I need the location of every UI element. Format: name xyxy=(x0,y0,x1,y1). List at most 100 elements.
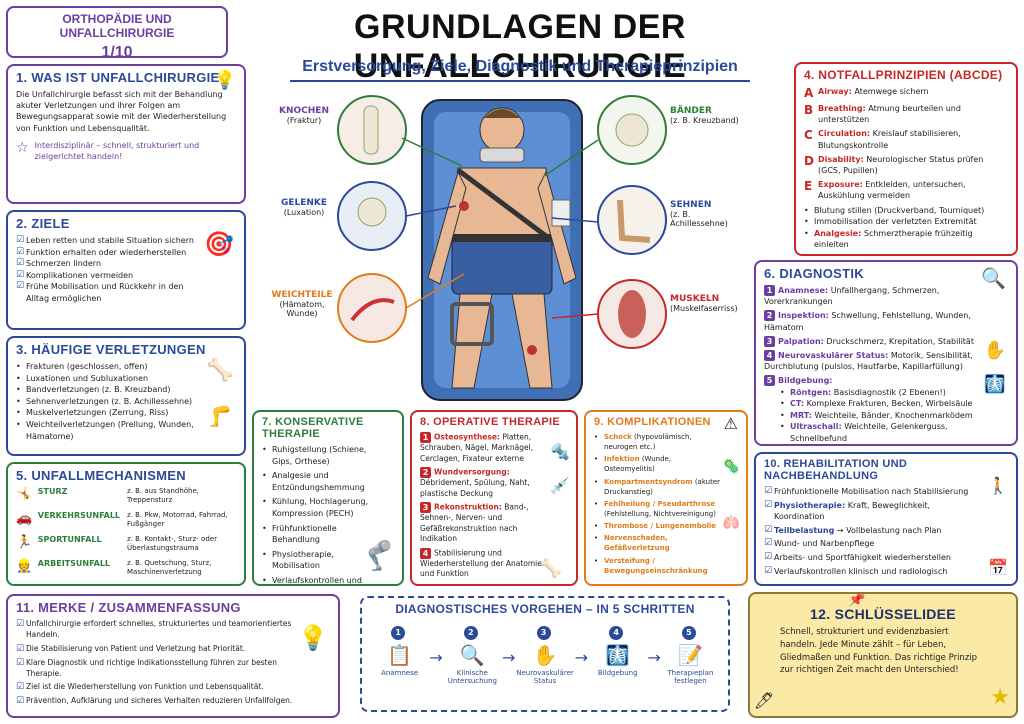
step-number: 3 xyxy=(764,335,775,347)
step-term: Neurovaskulärer Status: xyxy=(778,350,889,360)
conservative-item: Ruhigstellung (Schiene, Gips, Orthese) xyxy=(262,444,370,467)
conservative-item: Frühfunktionelle Behandlung xyxy=(262,523,370,546)
pushpin-icon: 📌 xyxy=(848,592,866,608)
mechanism-row: 🤸 STURZ z. B. aus Standhöhe, Treppenstur… xyxy=(16,487,236,511)
imaging-list: Röntgen: Basisdiagnostik (2 Ebenen!) CT:… xyxy=(780,387,990,445)
section-emergency-title: 4. NOTFALLPRINZIPIEN (ABCDE) xyxy=(804,68,1003,82)
summary-item: Unfallchirurgie erfordert schnelles, str… xyxy=(16,618,302,641)
center-illustration: KNOCHEN (Fraktur) GELENKE (Luxation) WEI… xyxy=(252,88,752,406)
label-bones: KNOCHEN (Fraktur) xyxy=(274,106,334,125)
rehab-term: Physiotherapie: xyxy=(774,500,846,510)
diagnostic-step-item: 1 📋 Anamnese xyxy=(370,622,429,685)
label-muscles-sub: (Muskelfaserriss) xyxy=(670,304,738,313)
complication-desc: (Fehlstellung, Nichtvereinigung) xyxy=(604,509,716,518)
rehab-list: Frühfunktionelle Mobilisation nach Stabi… xyxy=(764,485,982,577)
abcde-row: E Exposure: Entkleiden, untersuchen, Aus… xyxy=(804,179,1008,201)
step-number: 1 xyxy=(391,625,406,640)
abcde-letter: C xyxy=(804,128,813,143)
section-what-is-text: Die Unfallchirurgie befasst sich mit der… xyxy=(16,90,227,133)
operative-number: 2 xyxy=(420,467,431,478)
abcde-letter: A xyxy=(804,86,814,100)
mechanism-name: VERKEHRSUNFALL xyxy=(37,511,121,520)
rehab-term: Arbeits- und Sportfähigkeit wiederherste… xyxy=(774,552,951,562)
target-icon: 🎯 xyxy=(204,230,234,258)
complication-desc: (Wunde, Osteomyelitis) xyxy=(604,455,672,474)
car-icon: 🚗 xyxy=(16,511,33,526)
mechanism-desc: z. B. aus Standhöhe, Treppensturz xyxy=(126,487,200,505)
abcde-desc: Kreislauf stabilisieren, Blutungskontrol… xyxy=(818,129,961,150)
abcde-term: Exposure: xyxy=(818,180,863,190)
mechanism-name: ARBEITSUNFALL xyxy=(37,559,111,568)
label-joints-sub: (Luxation) xyxy=(283,208,325,217)
rehab-term: Verlaufskontrollen klinisch und radiolog… xyxy=(774,566,948,576)
operative-number: 3 xyxy=(420,502,431,513)
screw-icon: 🔩 xyxy=(550,442,570,461)
section-complications: 9. KOMPLIKATIONEN ⚠ Schock (hypovolämisc… xyxy=(584,410,748,586)
imaging-term: MRT: xyxy=(790,410,812,420)
step-number: 2 xyxy=(463,625,478,640)
complication-term: Versteifung / Bewegungseinschränkung xyxy=(604,556,708,575)
mechanism-name: STURZ xyxy=(37,487,68,496)
summary-item: Prävention, Aufklärung und sicheres Verh… xyxy=(16,695,302,708)
label-ligaments: BÄNDER (z. B. Kreuzband) xyxy=(670,106,750,125)
abcde-desc: Atemwege sichern xyxy=(854,87,929,96)
section-what-is-note: Interdisziplinär – schnell, strukturiert… xyxy=(34,140,200,161)
magnifier-icon: 🔍 xyxy=(981,266,1006,290)
step-number: 2 xyxy=(764,310,775,322)
cast-leg-icon: 🦿 xyxy=(361,539,396,572)
step-desc: Schwellung, Fehlstellung, Wunden, Hämato… xyxy=(764,311,971,332)
goal-item: Leben retten und stabile Situation siche… xyxy=(16,234,201,247)
mechanism-row: 🚗 VERKEHRSUNFALL z. B. Pkw, Motorrad, Fa… xyxy=(16,511,236,535)
step-label: Neurovaskulärer Status xyxy=(516,669,574,685)
rehab-term: Teilbelastung xyxy=(774,525,835,535)
operative-desc: Platten, Schrauben, Nägel, Marknägel, Ce… xyxy=(420,432,534,463)
goal-item: Komplikationen vermeiden xyxy=(16,269,201,282)
section-conservative: 7. KONSERVATIVE THERAPIE Ruhigstellung (… xyxy=(252,410,404,586)
diagnostic-step-item: 3 ✋ Neurovaskulärer Status xyxy=(515,622,574,685)
hand-icon: ✋ xyxy=(983,340,1006,361)
xray-step-icon: 🩻 xyxy=(605,643,631,667)
operative-number: 4 xyxy=(420,547,431,559)
section-goals: 2. ZIELE 🎯 Leben retten und stabile Situ… xyxy=(6,210,246,330)
abcde-term: Airway: xyxy=(818,87,852,96)
label-bones-sub: (Fraktur) xyxy=(286,116,322,125)
mechanism-desc: z. B. Quetschung, Sturz, Maschinenverlet… xyxy=(126,559,212,577)
label-muscles: MUSKELN (Muskelfaserriss) xyxy=(670,294,750,313)
section-key-idea-title: 12. SCHLÜSSELIDEE xyxy=(810,606,956,622)
complication-desc: (akuter Druckanstieg) xyxy=(604,477,721,496)
step-desc: Motorik, Sensibilität, Durchblutung (pul… xyxy=(764,350,973,372)
injury-item: Bandverletzungen (z. B. Kreuzband) xyxy=(16,384,206,396)
step-number: 4 xyxy=(609,625,624,640)
complication-term: Thrombose / Lungenembolie xyxy=(604,522,717,531)
abcde-desc: Neurologischer Status prüfen (GCS, Pupil… xyxy=(818,154,984,175)
step-term: Palpation: xyxy=(778,336,824,346)
abcde-row: B Breathing: Atmung beurteilen und unter… xyxy=(804,103,1008,125)
star-icon: ☆ xyxy=(16,139,29,156)
abcde-row: A Airway: Atemwege sichern xyxy=(804,86,1008,100)
section-rehab: 10. REHABILITATION UND NACHBEHANDLUNG Fr… xyxy=(754,452,1018,586)
abcde-term: Circulation: xyxy=(818,129,871,139)
section-operative-title: 8. OPERATIVE THERAPIE xyxy=(420,416,560,428)
step-label: Anamnese xyxy=(381,669,419,677)
operative-desc: Band-, Sehnen-, Nerven- und Gefäßrekonst… xyxy=(420,502,529,544)
section-summary: 11. MERKE / ZUSAMMENFASSUNG 💡 Unfallchir… xyxy=(6,594,340,718)
complication-term: Fehlheilung / Pseudarthrose xyxy=(604,499,716,508)
label-ligaments-sub: (z. B. Kreuzband) xyxy=(670,116,739,125)
mechanism-desc: z. B. Kontakt-, Sturz- oder Überlastungs… xyxy=(126,535,217,553)
summary-item: Die Stabilisierung von Patient und Verle… xyxy=(16,643,302,656)
abcde-letter: E xyxy=(804,179,813,194)
extra-desc: Immobilisation der verletzten Extremität xyxy=(814,217,977,227)
lightbulb-icon: 💡 xyxy=(213,70,236,91)
section-goals-title: 2. ZIELE xyxy=(16,216,70,231)
running-icon: 🏃 xyxy=(16,535,33,550)
label-muscles-title: MUSKELN xyxy=(670,294,720,304)
bacteria-icon: 🦠 xyxy=(722,459,740,475)
mechanism-row: 🏃 SPORTUNFALL z. B. Kontakt-, Sturz- ode… xyxy=(16,535,236,559)
summary-list: Unfallchirurgie erfordert schnelles, str… xyxy=(16,618,302,708)
injury-item: Sehnenverletzungen (z. B. Achillessehne) xyxy=(16,396,206,408)
